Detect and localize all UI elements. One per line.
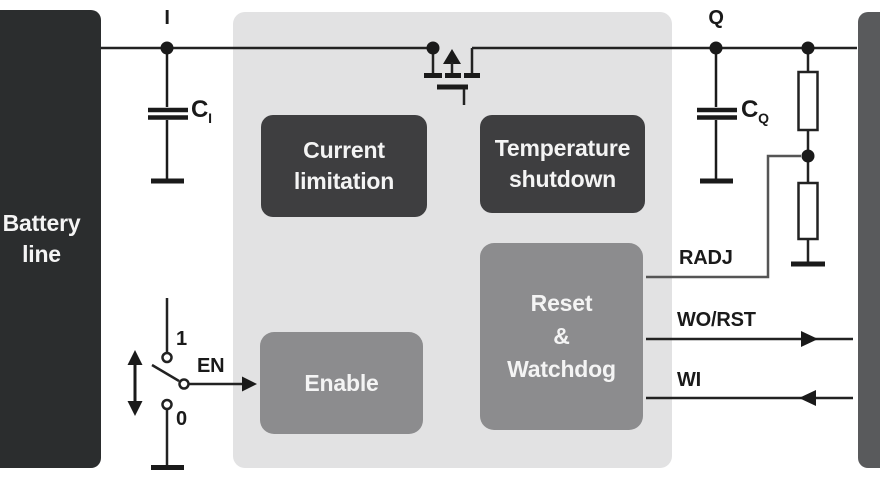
toggle-double-arrow-icon: [127, 350, 143, 416]
load-block: [858, 12, 880, 468]
current-limitation-label-2: limitation: [293, 168, 395, 194]
resistor-upper: [797, 70, 819, 132]
output-capacitor-symbol: [697, 48, 737, 184]
pin-label-output: Q: [708, 7, 724, 29]
temperature-shutdown-block: Temperature shutdown: [480, 115, 645, 213]
pin-label-radj: RADJ: [679, 247, 733, 269]
switch-arm: [151, 363, 180, 383]
switch-position-0-label: 0: [176, 408, 187, 430]
junction-dot: [801, 41, 815, 55]
battery-line-block: Battery line: [0, 10, 101, 468]
pin-label-en: EN: [197, 355, 225, 377]
temperature-shutdown-label-2: shutdown: [509, 166, 616, 192]
capacitor-cq-label: CQ: [741, 96, 769, 126]
switch-position-1-label: 1: [176, 328, 187, 350]
junction-dot: [160, 41, 174, 55]
junction-dot: [801, 149, 815, 163]
arrow-left-icon: [799, 390, 816, 406]
resistor-lower: [797, 181, 819, 241]
enable-block: Enable: [260, 332, 423, 434]
capacitor-ci-label: CI: [191, 96, 212, 126]
junction-dot: [709, 41, 723, 55]
reset-watchdog-block: Reset & Watchdog: [480, 243, 643, 430]
wi-wire: [646, 390, 853, 406]
current-limitation-block: Current limitation: [261, 115, 427, 217]
enable-label: Enable: [304, 369, 379, 396]
switch-common-contact: [178, 378, 190, 390]
pin-label-wo-rst: WO/RST: [677, 309, 756, 331]
pin-label-input: I: [164, 7, 170, 29]
wo-rst-wire: [646, 331, 853, 347]
reset-watchdog-label-1: Reset: [530, 290, 593, 316]
reset-watchdog-label-3: Watchdog: [507, 356, 616, 382]
reset-watchdog-label-2: &: [553, 323, 570, 349]
battery-line-label-2: line: [22, 241, 61, 267]
pin-label-wi: WI: [677, 369, 702, 391]
switch-contact-0: [161, 398, 173, 411]
current-limitation-label-1: Current: [303, 137, 385, 163]
temperature-shutdown-label-1: Temperature: [494, 135, 631, 161]
input-capacitor-symbol: [148, 48, 188, 184]
resistor-divider: [791, 48, 825, 267]
switch-contact-1: [161, 351, 173, 364]
arrow-right-icon: [801, 331, 818, 347]
battery-line-label-1: Battery: [2, 210, 81, 236]
